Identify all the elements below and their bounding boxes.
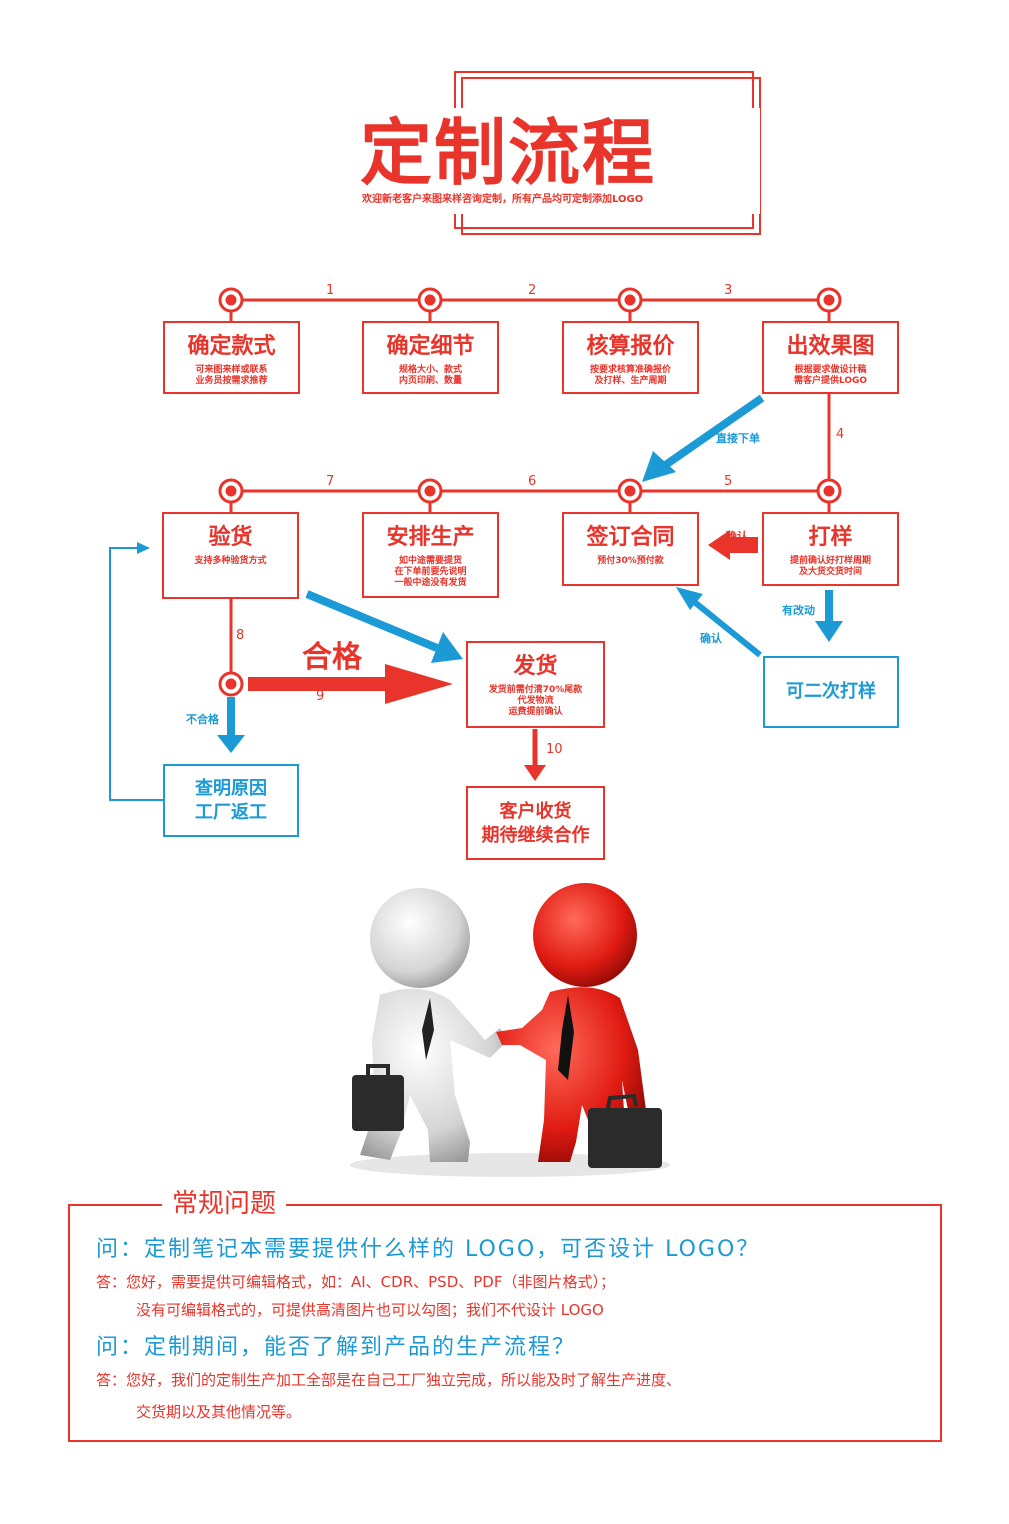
- label-has-changes: 有改动: [782, 604, 815, 617]
- step-box-production: 安排生产 如中途需要提货 在下单前要先说明 一般中途没有发货: [362, 512, 499, 598]
- step-number: 2: [528, 283, 537, 298]
- step-box-sample: 打样 提前确认好打样周期 及大货交货时间: [762, 512, 899, 586]
- faq-answer: 交货期以及其他情况等。: [136, 1403, 302, 1421]
- confirm-arrow-blue: [690, 597, 762, 658]
- label-direct-order: 直接下单: [716, 432, 760, 445]
- step-title: 核算报价: [586, 334, 675, 359]
- step-box-quote: 核算报价 按要求核算准确报价 及打样、生产周期: [562, 321, 699, 394]
- step-number: 6: [528, 474, 537, 489]
- step-desc: 可来图来样或联系 业务员按需求推荐: [195, 365, 268, 386]
- faq-title: 常规问题: [162, 1188, 287, 1220]
- step-box-inspection: 验货 支持多种验货方式: [162, 512, 299, 599]
- step-desc: 查明原因 工厂返工: [195, 778, 267, 823]
- node-7: [617, 478, 643, 504]
- step-desc: 可二次打样: [786, 681, 876, 702]
- step-desc: 如中途需要提货 在下单前要先说明 一般中途没有发货: [394, 556, 467, 588]
- step-title: 验货: [208, 525, 253, 550]
- page-subtitle: 欢迎新老客户来图来样咨询定制，所有产品均可定制添加LOGO: [362, 194, 644, 205]
- faq-answer: 答：您好，我们的定制生产加工全部是在自己工厂独立完成，所以能及时了解生产进度、: [96, 1371, 682, 1389]
- node-1: [218, 287, 244, 313]
- step-title: 确定款式: [187, 334, 276, 359]
- step-title: 确定细节: [386, 334, 475, 359]
- pass-arrow: [248, 664, 453, 704]
- faq-answer: 答：您好，需要提供可编辑格式，如：AI、CDR、PSD、PDF（非图片格式）；: [96, 1273, 615, 1291]
- inspect-to-ship-arrow: [305, 590, 439, 652]
- step-box-contract: 签订合同 预付30%预付款: [562, 512, 699, 586]
- label-pass: 合格: [302, 640, 362, 675]
- direct-order-arrow: [661, 394, 765, 470]
- step-desc: 客户收货 期待继续合作: [481, 801, 590, 846]
- step-number: 7: [326, 474, 335, 489]
- step-desc: 发货前需付清70%尾款 代发物流 运费提前确认: [488, 685, 583, 717]
- faq-question: 问：定制笔记本需要提供什么样的 LOGO，可否设计 LOGO？: [96, 1237, 761, 1262]
- label-confirm: 确认: [726, 530, 748, 543]
- step-box-confirm-style: 确定款式 可来图来样或联系 业务员按需求推荐: [163, 321, 300, 394]
- step-desc: 根据要求做设计稿 需客户提供LOGO: [793, 365, 868, 386]
- step-title: 打样: [808, 525, 853, 550]
- node-5: [218, 478, 244, 504]
- faq-answer: 没有可编辑格式的，可提供高清图片也可以勾图；我们不代设计 LOGO: [136, 1301, 604, 1319]
- rework-loop: [109, 547, 163, 801]
- step-desc: 规格大小、款式 内页印刷、数量: [398, 365, 462, 386]
- page-title: 定制流程: [360, 111, 657, 195]
- node-8: [816, 478, 842, 504]
- faq-frame: [68, 1204, 942, 1442]
- step-box-rework: 查明原因 工厂返工: [163, 764, 299, 837]
- step-box-confirm-details: 确定细节 规格大小、款式 内页印刷、数量: [362, 321, 499, 394]
- step-number: 9: [316, 689, 325, 704]
- label-confirm: 确认: [700, 632, 722, 645]
- white-figure-icon: [352, 888, 508, 1162]
- flow-diagram: [109, 287, 843, 801]
- step-title: 出效果图: [786, 334, 875, 359]
- step-number: 4: [836, 427, 845, 442]
- title-mask: [340, 108, 760, 214]
- step-title: 签订合同: [586, 525, 675, 550]
- label-fail: 不合格: [186, 713, 219, 726]
- red-figure-icon: [496, 883, 662, 1168]
- node-6: [417, 478, 443, 504]
- confirm-arrow-red: [708, 530, 758, 560]
- step-number: 5: [724, 474, 733, 489]
- node-3: [617, 287, 643, 313]
- handshake-illustration: [350, 883, 670, 1177]
- step-desc: 按要求核算准确报价 及打样、生产周期: [589, 365, 671, 386]
- step-desc: 预付30%预付款: [597, 556, 664, 566]
- step-desc: 支持多种验货方式: [194, 556, 267, 566]
- faq-question: 问：定制期间，能否了解到产品的生产流程？: [96, 1335, 577, 1360]
- node-4: [816, 287, 842, 313]
- step-number: 8: [236, 628, 245, 643]
- step-number: 10: [546, 742, 563, 757]
- step-box-resample: 可二次打样: [763, 656, 899, 728]
- step-box-shipping: 发货 发货前需付清70%尾款 代发物流 运费提前确认: [466, 641, 605, 728]
- step-box-render: 出效果图 根据要求做设计稿 需客户提供LOGO: [762, 321, 899, 394]
- step-desc: 提前确认好打样周期 及大货交货时间: [789, 556, 871, 577]
- node-9: [218, 671, 244, 697]
- step-number: 1: [326, 283, 335, 298]
- step-title: 安排生产: [386, 525, 475, 550]
- step-box-receive: 客户收货 期待继续合作: [466, 786, 605, 860]
- step-number: 3: [724, 283, 733, 298]
- step-title: 发货: [513, 654, 558, 679]
- node-2: [417, 287, 443, 313]
